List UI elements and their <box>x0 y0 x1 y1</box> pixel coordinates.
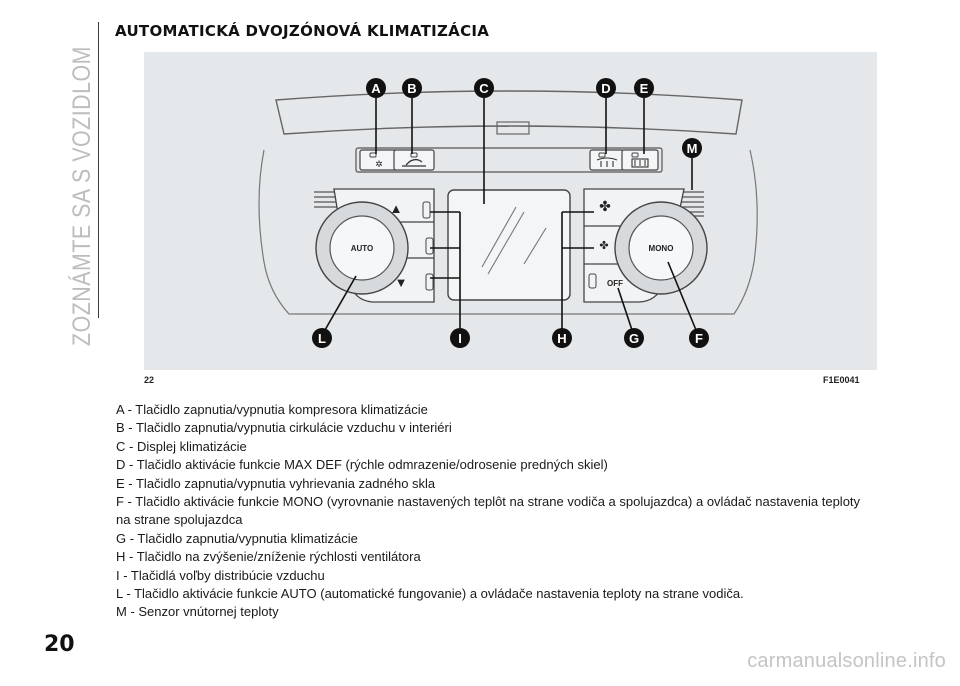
callout-i: I <box>450 328 470 348</box>
svg-text:H: H <box>557 331 566 346</box>
button-a-compressor: ✲ <box>359 149 399 171</box>
callout-f: F <box>689 328 709 348</box>
legend-item-e: E - Tlačidlo zapnutia/vypnutia vyhrievan… <box>116 475 436 491</box>
callout-l: L <box>312 328 332 348</box>
callout-h: H <box>552 328 572 348</box>
mono-knob-label: MONO <box>649 244 674 253</box>
off-button-label: OFF <box>607 279 623 288</box>
svg-text:✤: ✤ <box>599 240 608 252</box>
auto-knob: AUTO <box>315 201 409 295</box>
svg-text:I: I <box>458 331 462 346</box>
display-c <box>447 189 571 301</box>
legend-item-c: C - Displej klimatizácie <box>116 438 247 454</box>
svg-text:✤: ✤ <box>599 198 611 214</box>
callout-a: A <box>366 78 386 98</box>
callout-b: B <box>402 78 422 98</box>
sidebar-divider <box>98 22 99 318</box>
legend-item-l: L - Tlačidlo aktivácie funkcie AUTO (aut… <box>116 586 744 602</box>
legend-item-d: D - Tlačidlo aktivácie funkcie MAX DEF (… <box>116 457 608 473</box>
legend-item-a: A - Tlačidlo zapnutia/vypnutia kompresor… <box>116 402 428 417</box>
svg-text:L: L <box>318 331 326 346</box>
legend-item-g: G - Tlačidlo zapnutia/vypnutia klimatizá… <box>116 530 358 546</box>
svg-text:D: D <box>601 81 610 96</box>
legend-item-h: H - Tlačidlo na zvýšenie/zníženie rýchlo… <box>116 549 421 565</box>
svg-text:A: A <box>371 81 381 96</box>
figure-code: F1E0041 <box>823 375 860 385</box>
callout-leader-lines <box>324 96 697 331</box>
sidebar-section-title: ZOZNÁMTE SA S VOZIDLOM <box>38 28 118 358</box>
climate-panel-figure: ✲ ▲ ▶ <box>144 52 877 370</box>
svg-text:G: G <box>629 331 639 346</box>
legend-item-b: B - Tlačidlo zapnutia/vypnutia cirkuláci… <box>116 420 452 436</box>
svg-text:F: F <box>695 331 703 346</box>
svg-text:E: E <box>640 81 649 96</box>
section-heading: AUTOMATICKÁ DVOJZÓNOVÁ KLIMATIZÁCIA <box>115 22 490 40</box>
button-b-recirculation <box>393 149 435 171</box>
button-d-max-def <box>589 149 625 171</box>
svg-text:▼: ▼ <box>395 275 408 290</box>
climate-panel-illustration: ✲ ▲ ▶ <box>258 78 758 348</box>
callout-m: M <box>682 138 702 158</box>
svg-text:✲: ✲ <box>375 159 383 169</box>
mono-knob: MONO <box>614 201 708 295</box>
svg-text:M: M <box>687 141 698 156</box>
figure-number: 22 <box>144 375 155 385</box>
svg-text:B: B <box>407 81 416 96</box>
auto-knob-label: AUTO <box>351 244 374 253</box>
legend-item-i: I - Tlačidlá voľby distribúcie vzduchu <box>116 567 325 583</box>
page-number: 20 <box>44 632 75 657</box>
figure-legend: A - Tlačidlo zapnutia/vypnutia kompresor… <box>116 401 876 622</box>
callout-e: E <box>634 78 654 98</box>
callout-g: G <box>624 328 644 348</box>
sidebar-section-title-text: ZOZNÁMTE SA S VOZIDLOM <box>67 46 96 346</box>
svg-text:▲: ▲ <box>390 201 403 216</box>
button-e-rear-defrost <box>621 149 659 171</box>
svg-text:C: C <box>479 81 489 96</box>
legend-item-m: M - Senzor vnútornej teploty <box>116 604 279 620</box>
callout-d: D <box>596 78 616 98</box>
legend-item-f: F - Tlačidlo aktivácie funkcie MONO (vyr… <box>116 494 861 528</box>
site-watermark: carmanualsonline.info <box>747 650 946 672</box>
callout-c: C <box>474 78 494 98</box>
